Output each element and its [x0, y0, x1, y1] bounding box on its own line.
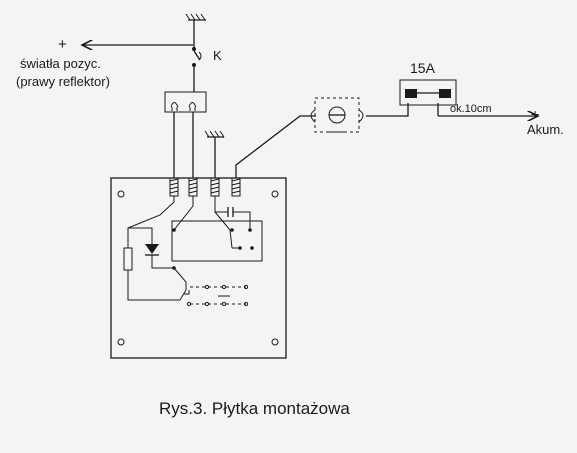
fuse-rating-label: 15A — [410, 60, 436, 76]
lights-label-line1: światła pozyc. — [20, 56, 101, 71]
switch-k-label: K — [213, 48, 222, 63]
diode-icon — [145, 244, 159, 256]
switch-icon-plate — [179, 289, 190, 301]
connector-block — [164, 91, 207, 178]
plus-right-label: + — [531, 106, 539, 122]
coil-icon-1 — [169, 177, 179, 197]
coil-terminals — [169, 177, 241, 197]
distance-label: ok.10cm — [450, 103, 492, 115]
lamp-feed-wire — [235, 115, 316, 178]
lamp-icon — [310, 97, 364, 133]
figure-caption: Rys.3. Płytka montażowa — [159, 399, 350, 418]
lights-label-line2: (prawy reflektor) — [16, 74, 110, 89]
mounting-plate — [110, 177, 287, 359]
coil-icon-4 — [231, 177, 241, 197]
switch-k-icon — [192, 47, 202, 92]
capacitor-icon — [227, 207, 234, 217]
plate-circuit — [123, 196, 263, 307]
coil-icon-3 — [210, 177, 220, 197]
plus-left-label: + — [58, 36, 67, 53]
fuse-feed-wire — [366, 103, 409, 117]
resistor-icon — [123, 247, 133, 271]
ground-icon-middle — [204, 130, 225, 178]
fuse-icon — [399, 79, 457, 116]
coil-icon-2 — [188, 177, 198, 197]
battery-label: Akum. — [527, 122, 564, 137]
ground-icon-top — [185, 13, 206, 48]
